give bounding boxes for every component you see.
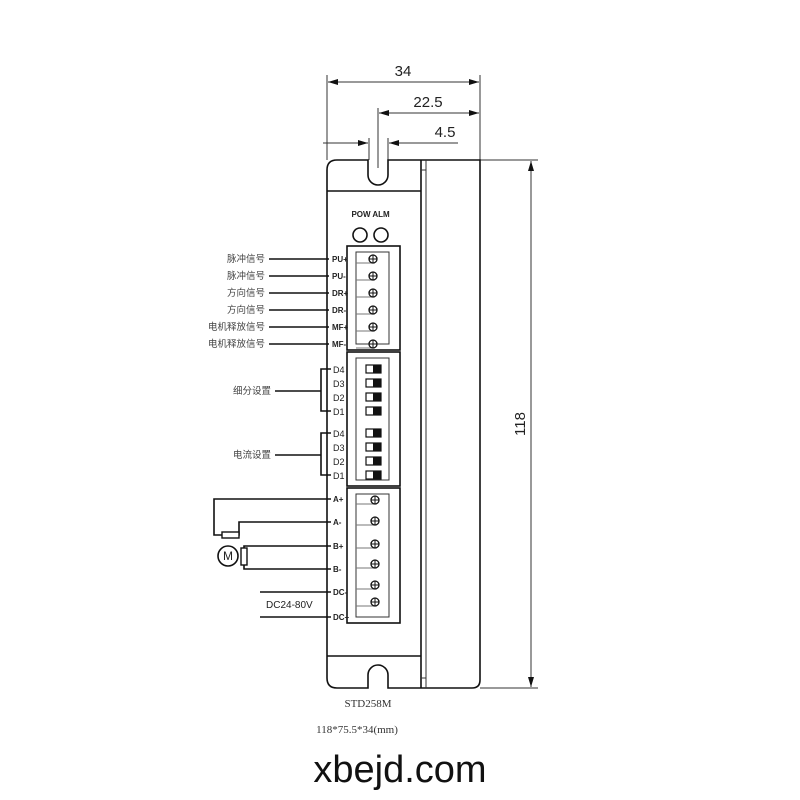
signal-desc: 电机释放信号 — [208, 338, 265, 350]
signal-desc: 电机释放信号 — [208, 321, 265, 333]
dim-width: 34 — [395, 63, 412, 80]
coil-b-icon — [240, 547, 248, 566]
signal-pin: DR+ — [332, 289, 349, 298]
coil-a-icon — [221, 531, 240, 539]
dip-switch[interactable]: D1 — [333, 470, 382, 481]
signal-terminal: 电机释放信号 MF+ — [208, 321, 378, 333]
dip-switch[interactable]: D1 — [333, 406, 382, 417]
power-terminal: A- — [333, 516, 380, 527]
dip-label: D4 — [333, 365, 345, 375]
dip-switch[interactable]: D3 — [333, 442, 382, 453]
power-pin: A+ — [333, 495, 344, 504]
signal-desc: 方向信号 — [227, 304, 265, 316]
pow-label: POW — [351, 210, 371, 219]
signal-desc: 脉冲信号 — [227, 253, 265, 265]
power-terminal: B- — [333, 559, 380, 574]
power-terminal: B+ — [333, 539, 380, 551]
watermark: xbejd.com — [313, 749, 487, 791]
pow-led — [352, 227, 368, 243]
motor-icon — [217, 545, 239, 567]
signal-terminal: 脉冲信号 PU- — [227, 270, 378, 282]
power-terminal: DC- — [333, 580, 380, 597]
dip-label: D4 — [333, 429, 345, 439]
signal-pin: MF- — [332, 340, 347, 349]
dip-label: D2 — [333, 457, 345, 467]
signal-pin: DR- — [332, 306, 347, 315]
signal-terminal: 电机释放信号 MF- — [208, 338, 378, 350]
dip-label: D1 — [333, 471, 345, 481]
dip-switch[interactable]: D4 — [333, 428, 382, 439]
dip-switch[interactable]: D2 — [333, 456, 382, 467]
power-terminal: A+ — [333, 495, 380, 505]
current-label: 电流设置 — [233, 449, 271, 461]
dip-switch-block — [346, 351, 401, 487]
dimension-lines — [323, 75, 538, 689]
alm-label: ALM — [372, 210, 390, 219]
signal-pin: MF+ — [332, 323, 349, 332]
driver-body — [326, 159, 481, 689]
power-pin: B+ — [333, 542, 344, 551]
power-terminal-block — [346, 487, 401, 624]
signal-terminal: 方向信号 DR- — [227, 304, 378, 316]
dim-slot-width: 4.5 — [435, 124, 456, 141]
signal-desc: 方向信号 — [227, 287, 265, 299]
motor-label: M — [223, 549, 233, 563]
power-terminals: A+ A- B+ B- DC- DC+ — [333, 495, 380, 622]
supply-label: DC24-80V — [266, 600, 313, 611]
power-pin: A- — [333, 518, 342, 527]
dip-switch[interactable]: D3 — [333, 378, 382, 389]
dip-label: D3 — [333, 379, 345, 389]
motor-wiring — [213, 498, 331, 618]
power-pin: B- — [333, 565, 342, 574]
model-label: STD258M — [344, 698, 391, 710]
dim-slot-offset: 22.5 — [413, 94, 442, 111]
power-pin: DC+ — [333, 613, 350, 622]
microstep-label: 细分设置 — [233, 385, 271, 397]
dip-label: D1 — [333, 407, 345, 417]
size-label: 118*75.5*34(mm) — [316, 724, 398, 736]
signal-terminal: 脉冲信号 PU+ — [227, 253, 378, 265]
signal-pin: PU+ — [332, 255, 348, 264]
alm-led — [373, 227, 389, 243]
dip-label: D3 — [333, 443, 345, 453]
dim-height: 118 — [512, 412, 529, 436]
dip-switch[interactable]: D4 — [333, 364, 382, 375]
dip-label: D2 — [333, 393, 345, 403]
signal-desc: 脉冲信号 — [227, 270, 265, 282]
power-terminal: DC+ — [333, 597, 380, 622]
power-pin: DC- — [333, 588, 348, 597]
signal-pin: PU- — [332, 272, 346, 281]
signal-terminal: 方向信号 DR+ — [227, 287, 378, 299]
dip-switch[interactable]: D2 — [333, 392, 382, 403]
